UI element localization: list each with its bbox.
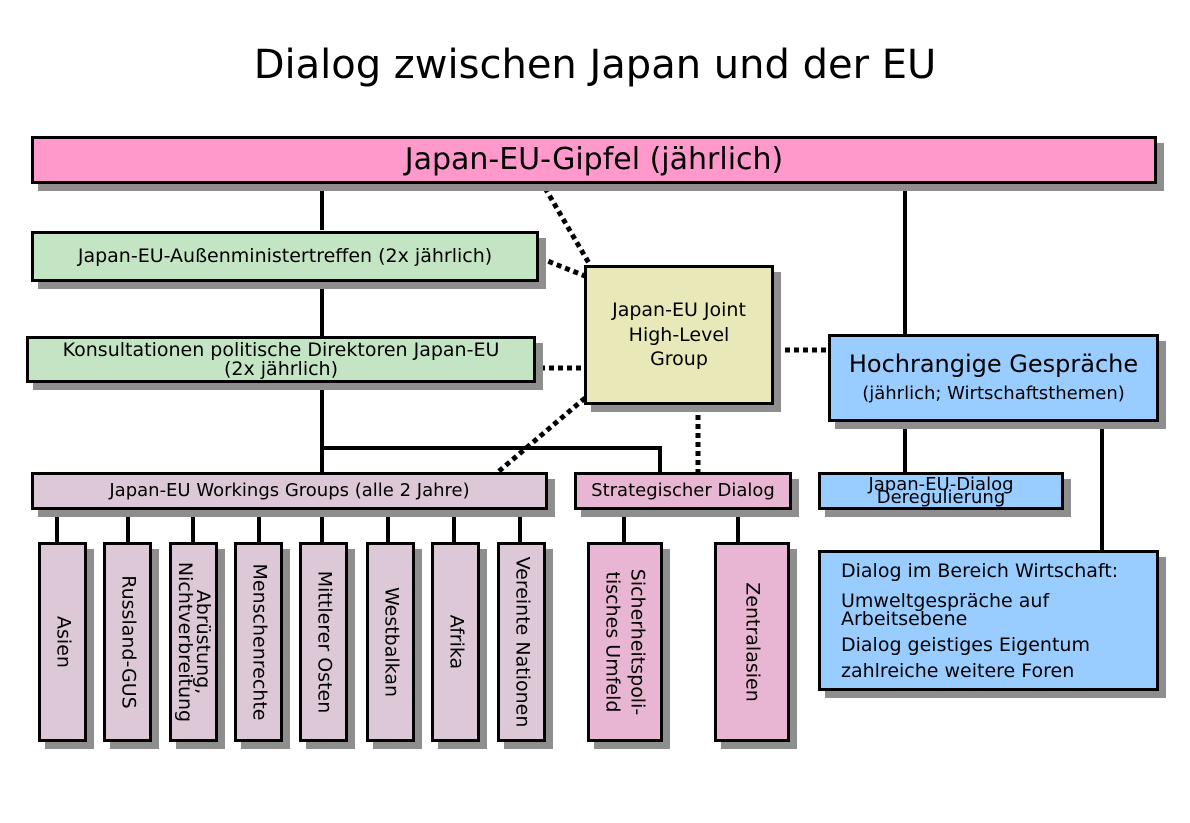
working-group-label: Mittlerer Osten xyxy=(313,570,335,714)
foreign-ministers-box: Japan-EU-Außenministertreffen (2x jährli… xyxy=(31,231,539,282)
strategic-dialogue-label: Strategischer Dialog xyxy=(591,479,775,501)
economy-dialogue-box: Dialog im Bereich Wirtschaft: Umweltgesp… xyxy=(818,550,1159,691)
high-level-talks-label: Hochrangige Gespräche xyxy=(848,349,1139,378)
strategic-item-label: Sicherheitspoli- tisches Umfeld xyxy=(602,568,649,716)
summit-label: Japan-EU-Gipfel (jährlich) xyxy=(404,141,784,177)
working-group-label: Westbalkan xyxy=(380,586,402,698)
deregulation-box: Japan-EU-Dialog Deregulierung xyxy=(818,472,1064,510)
working-group-label: Afrika xyxy=(445,614,467,670)
working-group-label: Abrüstung, Nichtverbreitung xyxy=(173,561,214,723)
political-directors-label: Konsultationen politische Direktoren Jap… xyxy=(62,339,500,380)
working-group-middle-east: Mittlerer Osten xyxy=(299,542,348,742)
strategic-dialogue-box: Strategischer Dialog xyxy=(574,472,792,510)
deregulation-label: Japan-EU-Dialog Deregulierung xyxy=(868,474,1014,508)
working-groups-box: Japan-EU Workings Groups (alle 2 Jahre) xyxy=(31,472,548,510)
working-group-label: Vereinte Nationen xyxy=(511,556,533,728)
economy-dialogue-header: Dialog im Bereich Wirtschaft: xyxy=(841,560,1119,582)
working-group-label: Asien xyxy=(52,616,74,668)
working-group-united-nations: Vereinte Nationen xyxy=(497,542,546,742)
high-level-talks-sublabel: (jährlich; Wirtschaftsthemen) xyxy=(862,383,1125,405)
economy-item: zahlreiche weitere Foren xyxy=(841,659,1075,682)
working-group-label: Russland-GUS xyxy=(117,575,139,709)
economy-item: Umweltgespräche auf Arbeitsebene xyxy=(841,589,1050,630)
working-group-disarmament: Abrüstung, Nichtverbreitung xyxy=(169,542,218,742)
joint-high-level-group-label: Japan-EU Joint High-Level Group xyxy=(612,298,746,371)
page-title: Dialog zwischen Japan und der EU xyxy=(253,42,937,88)
dotted-group-workinggroups xyxy=(496,396,587,474)
economy-item: Dialog geistiges Eigentum xyxy=(841,633,1090,656)
working-group-asia: Asien xyxy=(38,542,87,742)
strategic-central-asia: Zentralasien xyxy=(714,542,790,742)
working-group-africa: Afrika xyxy=(431,542,480,742)
political-directors-box: Konsultationen politische Direktoren Jap… xyxy=(26,336,536,383)
working-group-label: Menschenrechte xyxy=(248,563,270,721)
dotted-ministers-group xyxy=(539,255,586,279)
joint-high-level-group-box: Japan-EU Joint High-Level Group xyxy=(584,265,774,405)
working-group-human-rights: Menschenrechte xyxy=(234,542,283,742)
working-groups-label: Japan-EU Workings Groups (alle 2 Jahre) xyxy=(109,479,470,501)
summit-box: Japan-EU-Gipfel (jährlich) xyxy=(31,136,1157,184)
dotted-summit-group xyxy=(542,186,593,267)
strategic-security: Sicherheitspoli- tisches Umfeld xyxy=(587,542,663,742)
working-group-western-balkans: Westbalkan xyxy=(366,542,415,742)
high-level-talks-box: Hochrangige Gespräche (jährlich; Wirtsch… xyxy=(828,334,1159,422)
working-group-russia-cis: Russland-GUS xyxy=(103,542,152,742)
strategic-item-label: Zentralasien xyxy=(741,582,764,702)
foreign-ministers-label: Japan-EU-Außenministertreffen (2x jährli… xyxy=(77,244,493,267)
